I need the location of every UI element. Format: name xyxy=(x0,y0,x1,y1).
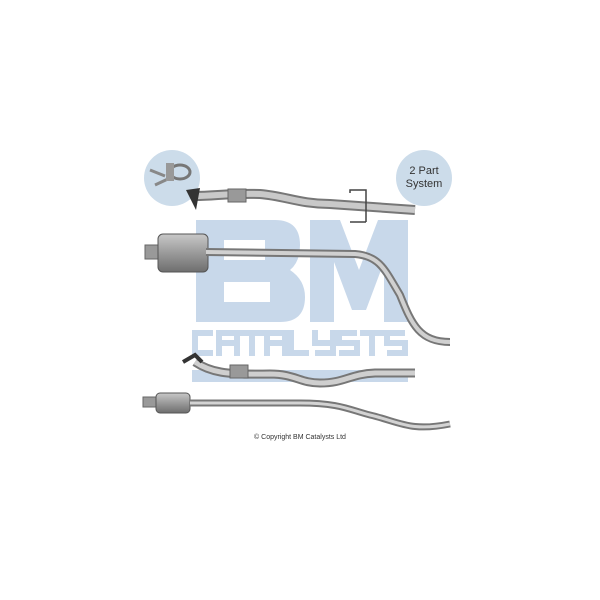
front-pipe-upper xyxy=(186,188,416,223)
logo-subtitle-letter xyxy=(264,330,288,356)
two-part-system-badge: 2 Part System xyxy=(396,150,452,206)
bm-watermark-logo xyxy=(192,220,408,382)
logo-letter-b xyxy=(196,220,305,322)
logo-subtitle-letter xyxy=(384,330,408,356)
logo-subtitle-letter xyxy=(288,330,309,356)
rear-silencer-section xyxy=(144,233,451,346)
logo-subtitle-letter xyxy=(192,330,213,356)
logo-subtitle-letter xyxy=(216,330,240,356)
badge-line-2: System xyxy=(405,178,443,190)
logo-subtitle-letter xyxy=(240,330,264,356)
logo-subtitle-letter xyxy=(336,330,360,356)
logo-letter-m xyxy=(310,220,408,322)
logo-subtitle-letter xyxy=(360,330,384,356)
front-pipe-lower xyxy=(181,352,415,388)
badge-line-1: 2 Part xyxy=(409,165,439,177)
rear-silencer-lower xyxy=(142,392,451,431)
logo-subtitle xyxy=(192,330,408,356)
logo-subtitle-letter xyxy=(312,330,336,356)
clamp-kit-icon xyxy=(144,150,200,206)
copyright-text: © Copyright BM Catalysts Ltd xyxy=(254,434,346,441)
